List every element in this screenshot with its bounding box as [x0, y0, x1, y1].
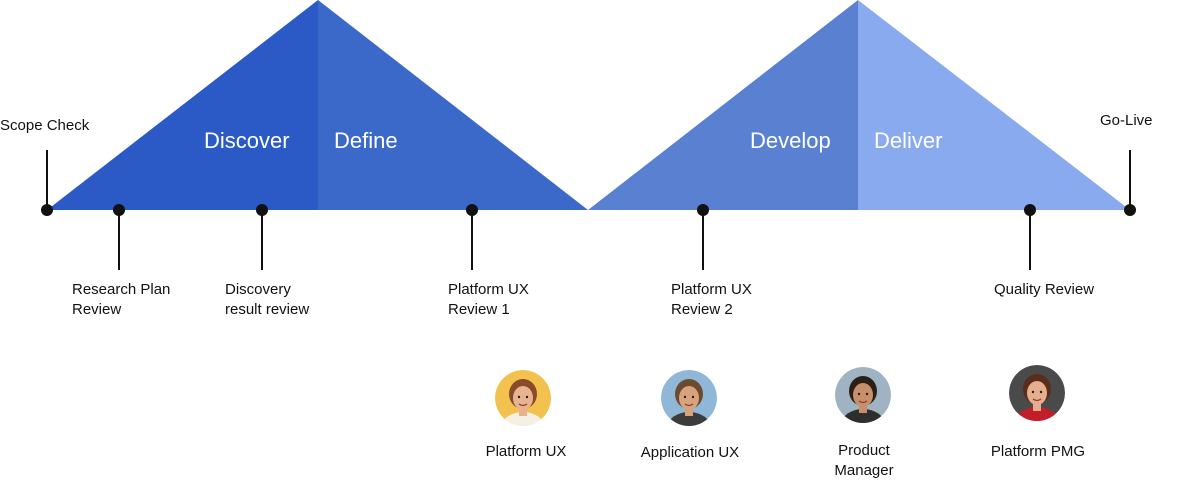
- milestone-discovery-result-review: Discovery result review: [225, 281, 310, 318]
- ux-review-2-dot: [697, 204, 709, 216]
- phase-label-discover: Discover: [204, 128, 290, 153]
- go-live-dot: [1124, 204, 1136, 216]
- define-phase-shape: [318, 0, 588, 210]
- discovery-result-dot: [256, 204, 268, 216]
- role-label-platform-pmg: Platform PMG: [990, 443, 1086, 460]
- avatar-platform-ux: [495, 370, 551, 426]
- avatar-application-ux: [661, 370, 717, 426]
- scope-check-dot: [41, 204, 53, 216]
- ux-review-1-dot: [466, 204, 478, 216]
- milestone-platform-ux-review-2: Platform UX Review 2: [671, 281, 752, 318]
- role-label-platform-ux: Platform UX: [485, 443, 567, 460]
- person-icon: [835, 367, 891, 423]
- role-label-product-manager: Product Manager: [834, 442, 894, 479]
- person-icon: [661, 370, 717, 426]
- person-icon: [1009, 365, 1065, 421]
- discover-phase-shape: [47, 0, 318, 210]
- quality-review-dot: [1024, 204, 1036, 216]
- phase-label-develop: Develop: [750, 128, 831, 153]
- milestone-research-plan-review: Research Plan Review: [72, 281, 171, 318]
- role-label-application-ux: Application UX: [640, 444, 740, 461]
- deliver-phase-shape: [858, 0, 1130, 210]
- milestone-go-live: Go-Live: [1100, 112, 1153, 129]
- research-plan-dot: [113, 204, 125, 216]
- phase-label-define: Define: [334, 128, 398, 153]
- avatar-platform-pmg: [1009, 365, 1065, 421]
- phase-label-deliver: Deliver: [874, 128, 943, 153]
- person-icon: [495, 370, 551, 426]
- milestone-quality-review: Quality Review: [994, 281, 1095, 298]
- develop-phase-shape: [588, 0, 858, 210]
- milestone-scope-check: Scope Check: [0, 117, 90, 134]
- avatar-product-manager: [835, 367, 891, 423]
- milestone-platform-ux-review-1: Platform UX Review 1: [448, 281, 529, 318]
